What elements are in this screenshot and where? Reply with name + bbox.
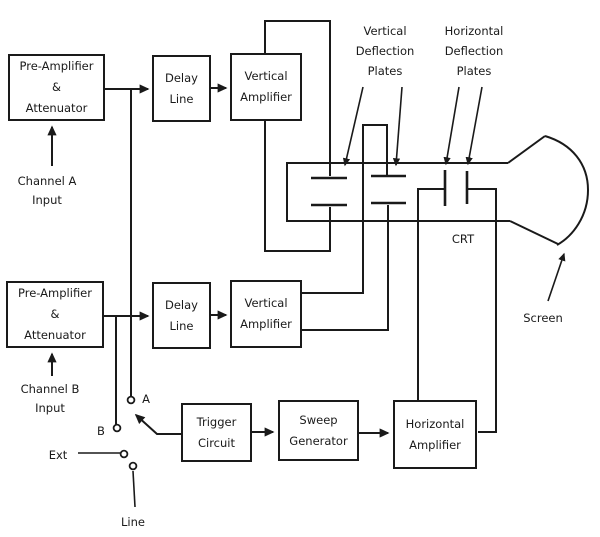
label-line: Vertical xyxy=(363,24,407,38)
block-label-line: Vertical xyxy=(244,69,288,83)
wire-vamp-b-to-plate-v2-top xyxy=(302,124,388,294)
block-label-line: Trigger xyxy=(196,414,237,429)
label-horizontal-deflection-plates: Horizontal Deflection Plates xyxy=(433,21,515,81)
block-label-line: Amplifier xyxy=(240,90,292,104)
label-vertical-deflection-plates: Vertical Deflection Plates xyxy=(344,21,426,81)
label-line: Plates xyxy=(456,64,492,78)
label-screen: Screen xyxy=(523,311,563,325)
wire-vamp-b-to-plate-v2-bottom xyxy=(302,205,389,331)
label-line: Deflection xyxy=(355,44,415,58)
block-label-line: Delay xyxy=(165,70,198,85)
block-preamp-a: Pre-Amplifier & Attenuator xyxy=(8,54,105,121)
switch-contact-b xyxy=(112,423,122,433)
leader-vertical-plates-2 xyxy=(392,86,403,167)
switch-contact-ext xyxy=(119,449,129,459)
label-switch-line: Line xyxy=(121,515,145,529)
label-line: Channel B xyxy=(20,382,80,396)
label-line: Plates xyxy=(367,64,403,78)
label-line: Horizontal xyxy=(444,24,504,38)
leader-vertical-plates-1 xyxy=(342,86,364,167)
block-label-line: Pre-Amplifier xyxy=(18,286,92,300)
block-delay-line-a: Delay Line xyxy=(152,55,211,122)
wire-vamp-a-to-plate-v1-top xyxy=(264,20,331,176)
switch-contact-a xyxy=(126,395,136,405)
block-label-line: Line xyxy=(169,318,194,333)
block-label-line: Sweep xyxy=(299,412,338,427)
label-channel-b-input: Channel B Input xyxy=(11,380,89,418)
label-line: Input xyxy=(32,193,62,207)
block-label-line: Pre-Amplifier xyxy=(19,59,94,73)
block-label-line: Delay xyxy=(165,297,198,312)
block-label-line: Line xyxy=(169,91,194,106)
block-sweep-generator: Sweep Generator xyxy=(278,400,359,461)
leader-screen xyxy=(547,252,566,302)
label-switch-ext: Ext xyxy=(48,448,68,462)
crt-screen-arc xyxy=(544,135,590,246)
crt-funnel-bottom xyxy=(509,220,559,245)
crt-funnel-top xyxy=(507,135,546,164)
block-label-line: Generator xyxy=(289,433,348,448)
wire-vamp-a-to-plate-v1-bottom xyxy=(264,120,331,252)
label-line: Deflection xyxy=(444,44,504,58)
wire-plate-h-left-to-hamp xyxy=(417,188,445,400)
leader-horizontal-plates-2 xyxy=(465,86,483,166)
label-line: Channel A xyxy=(17,174,77,188)
block-label-line: Circuit xyxy=(197,435,235,450)
block-vertical-amplifier-a: Vertical Amplifier xyxy=(230,53,302,121)
block-preamp-b: Pre-Amplifier & Attenuator xyxy=(6,281,104,348)
label-line: Input xyxy=(35,401,65,415)
label-switch-a: A xyxy=(142,392,150,406)
block-label-line: & xyxy=(52,80,61,94)
leader-horizontal-plates-1 xyxy=(443,86,460,166)
block-label-line: Attenuator xyxy=(24,328,86,342)
block-label-line: Attenuator xyxy=(25,101,88,115)
block-label-line: Amplifier xyxy=(240,317,292,331)
switch-arm xyxy=(134,413,182,435)
label-crt: CRT xyxy=(451,232,475,246)
block-label-line: & xyxy=(50,307,60,321)
block-vertical-amplifier-b: Vertical Amplifier xyxy=(230,280,302,348)
label-switch-b: B xyxy=(97,424,105,438)
block-trigger-circuit: Trigger Circuit xyxy=(181,403,252,462)
block-label-line: Vertical xyxy=(244,296,288,310)
wire-line-contact xyxy=(132,470,136,508)
label-channel-a-input: Channel A Input xyxy=(8,172,86,210)
block-label-line: Horizontal xyxy=(405,416,465,431)
block-label-line: Amplifier xyxy=(409,437,461,452)
block-horizontal-amplifier: Horizontal Amplifier xyxy=(393,400,477,469)
block-delay-line-b: Delay Line xyxy=(152,282,211,349)
wire-plate-h-right-to-hamp xyxy=(467,188,497,433)
crt-body-outline xyxy=(286,162,510,222)
switch-contact-line xyxy=(128,461,138,471)
